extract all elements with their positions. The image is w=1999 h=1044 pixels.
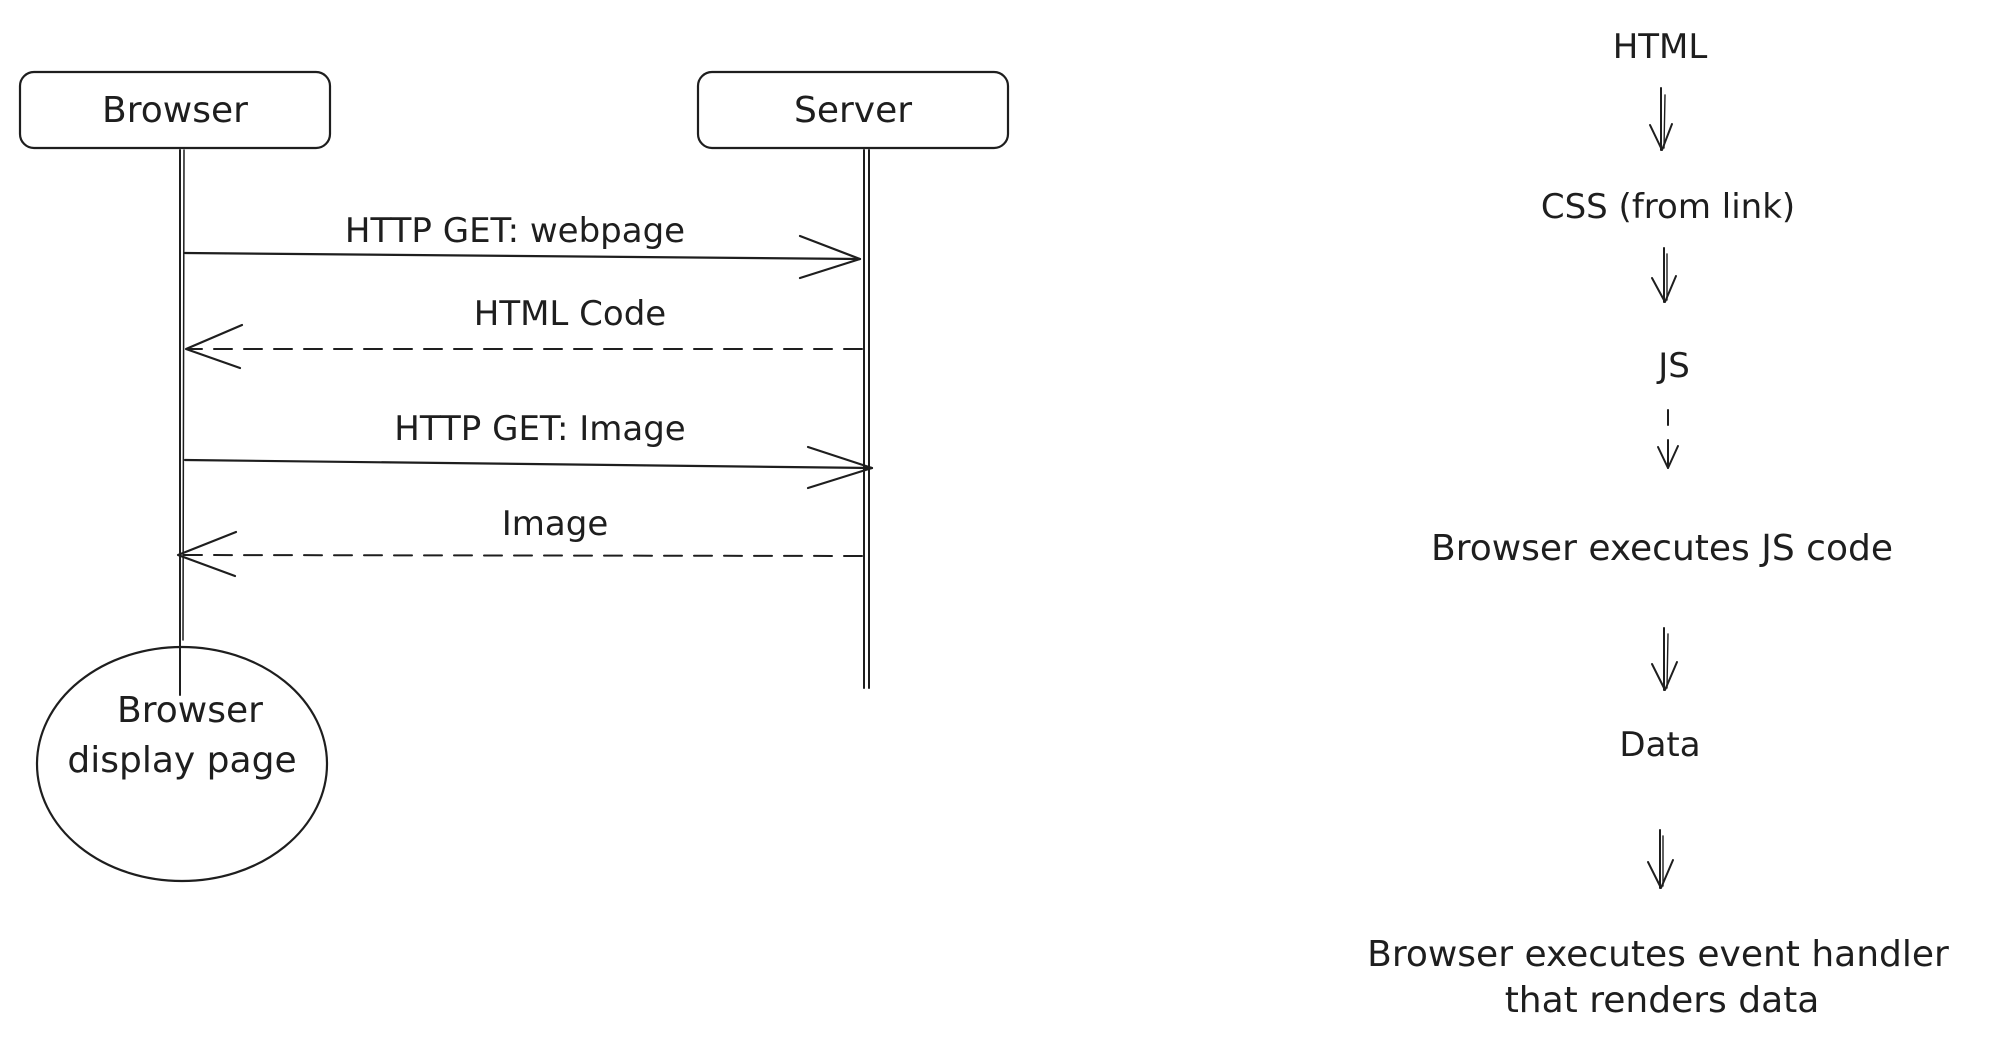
arrow-head-left-icon — [176, 530, 238, 578]
message-http-get-image: HTTP GET: Image — [183, 409, 874, 490]
message-arrow-line — [183, 251, 862, 261]
flow-step-html: HTML — [1613, 27, 1708, 67]
message-http-get-webpage: HTTP GET: webpage — [183, 211, 862, 280]
flow-arrow-down-icon — [1651, 627, 1678, 691]
message-arrow-line — [183, 458, 874, 470]
message-label: Image — [502, 504, 608, 544]
participant-browser-box — [18, 70, 332, 150]
message-label: HTML Code — [474, 294, 666, 334]
message-label: HTTP GET: webpage — [345, 211, 685, 251]
lifeline-server — [863, 149, 870, 689]
terminal-ellipse — [35, 645, 329, 883]
flow-step-browser-executes-js: Browser executes JS code — [1431, 528, 1893, 569]
participant-server-label: Server — [794, 90, 912, 131]
sequence-diagram: Browser Server HTTP GET: webpage HTML Co… — [18, 70, 1010, 883]
message-html-code: HTML Code — [184, 294, 863, 370]
participant-browser-label: Browser — [102, 90, 248, 131]
message-image: Image — [176, 504, 863, 578]
terminal-label-line2: display page — [67, 740, 296, 781]
flow-diagram: HTML CSS (from link) JS Browser executes… — [1367, 27, 1949, 1021]
flow-step-event-handler-line1: Browser executes event handler — [1367, 934, 1949, 975]
flow-step-event-handler-line2: that renders data — [1505, 980, 1820, 1021]
lifeline-browser — [179, 149, 185, 696]
message-arrow-line — [179, 554, 863, 557]
flow-step-js: JS — [1656, 346, 1690, 386]
message-label: HTTP GET: Image — [394, 409, 685, 449]
flow-arrow-down-dashed-icon — [1657, 409, 1679, 469]
flow-step-data: Data — [1619, 725, 1700, 765]
participant-server-box — [696, 70, 1010, 150]
participant-browser: Browser — [18, 70, 332, 150]
terminal-label-line1: Browser — [117, 690, 263, 731]
arrow-head-right-icon — [798, 234, 862, 280]
arrow-head-right-icon — [806, 445, 874, 490]
flow-step-css: CSS (from link) — [1541, 187, 1795, 227]
flow-arrow-down-icon — [1651, 247, 1677, 303]
arrow-head-left-icon — [184, 323, 244, 370]
participant-server: Server — [696, 70, 1010, 150]
flow-arrow-down-icon — [1649, 87, 1673, 151]
flow-arrow-down-icon — [1647, 829, 1674, 889]
terminal-browser-display-page: Browser display page — [35, 645, 329, 883]
